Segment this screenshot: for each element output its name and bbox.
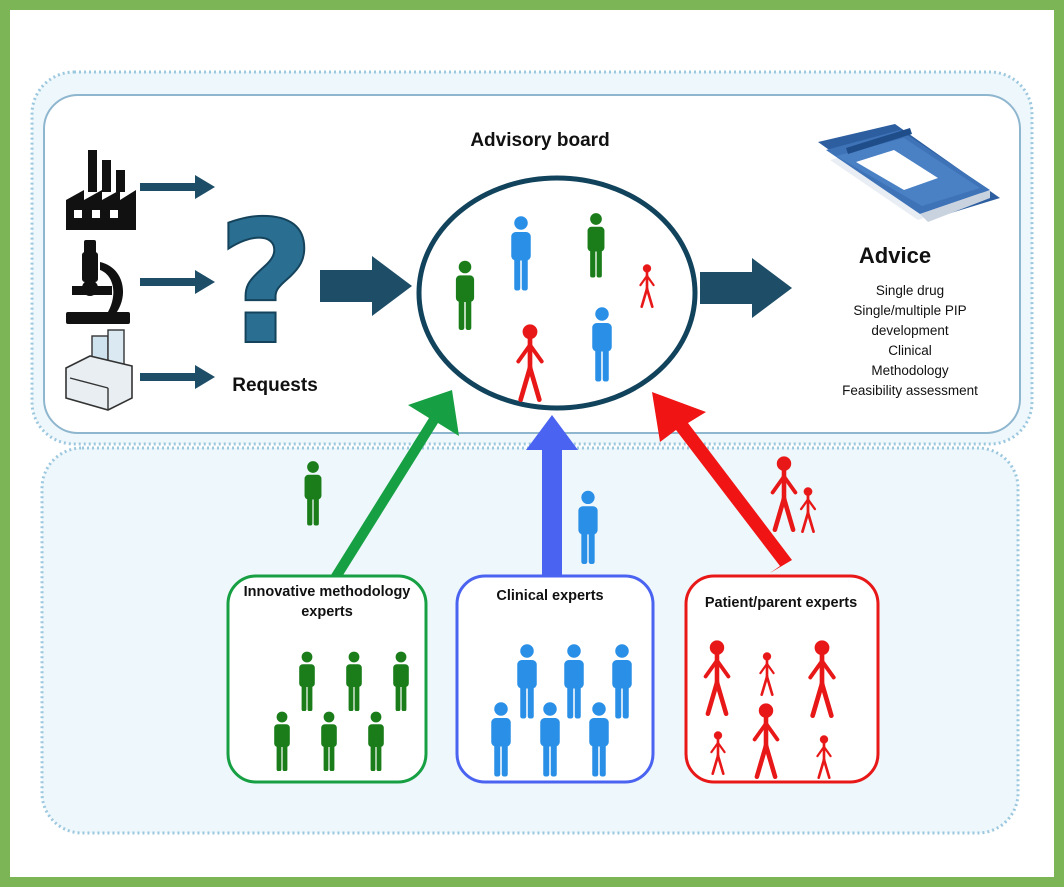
arrow-lab-to-requests — [140, 270, 215, 294]
arrow-clinical-to-board — [526, 415, 578, 575]
factory-icon — [66, 150, 136, 230]
patient-experts-box — [684, 574, 880, 784]
arrow-pharmacy-to-requests — [140, 365, 215, 389]
arrow-board-to-advice — [700, 258, 792, 318]
arrow-patient-to-board — [652, 392, 792, 573]
advice-item: Single drug — [875, 283, 945, 298]
advice-item: Single/multiple PIP — [853, 303, 967, 318]
advice-title: Advice — [858, 243, 932, 268]
advisory-board-title: Advisory board — [470, 130, 610, 151]
requests-label: Requests — [232, 375, 318, 396]
clinical-experts-label: Clinical experts — [496, 588, 604, 604]
advice-list: Single drug Single/multiple PIP developm… — [810, 281, 1010, 401]
arrow-requests-to-board — [320, 256, 412, 316]
advice-item: development — [871, 323, 949, 338]
microscope-icon — [66, 240, 130, 324]
patient-experts-label: Patient/parent experts — [704, 595, 858, 611]
request-arrows — [140, 175, 215, 389]
pharmacy-icon — [65, 329, 133, 411]
advice-item: Clinical — [888, 343, 932, 358]
innovative-experts-label: Innovative methodology experts — [243, 584, 411, 620]
question-mark-icon: ? — [217, 185, 316, 383]
advice-book-icon — [818, 124, 1000, 222]
arrow-factory-to-requests — [140, 175, 215, 199]
advisory-board-circle — [416, 175, 698, 411]
advice-item: Feasibility assessment — [842, 383, 978, 398]
advice-item: Methodology — [871, 363, 949, 378]
arrow-innovative-to-board — [310, 390, 459, 588]
